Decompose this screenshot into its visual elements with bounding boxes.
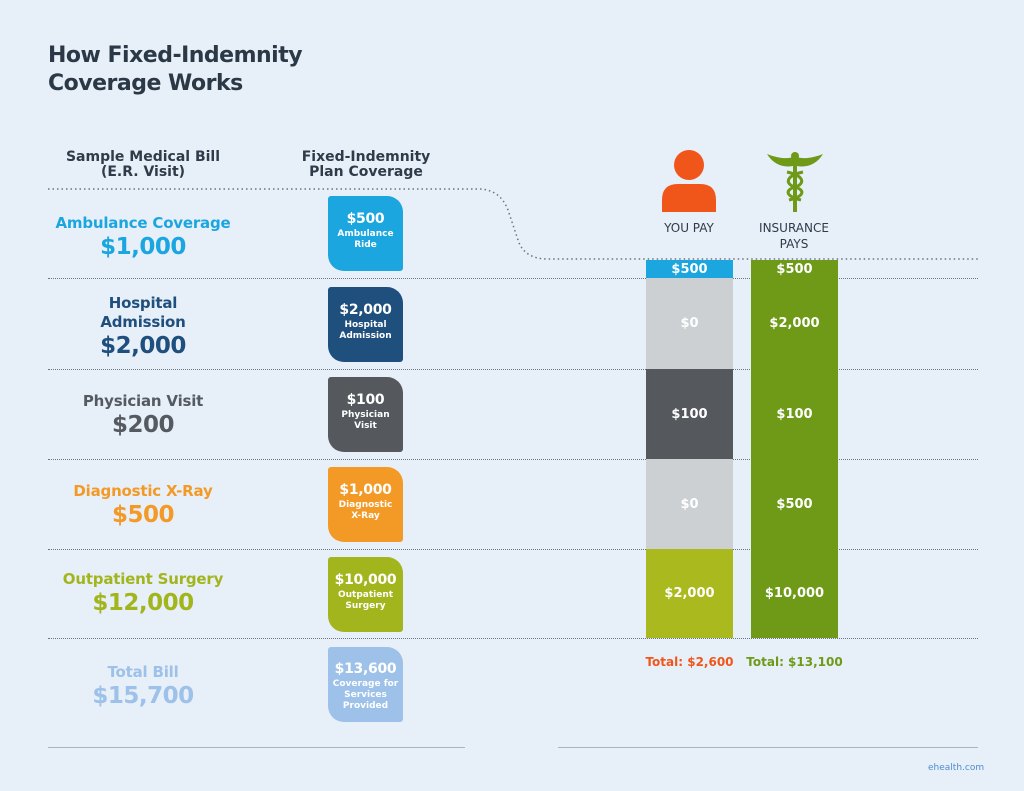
card-desc-line: Visit — [354, 421, 377, 431]
insurance-pays-label: INSURANCE PAYS — [745, 220, 843, 252]
insurance-pays-bar — [751, 260, 838, 638]
card-amount: $500 — [346, 211, 385, 227]
ins-segment-surgery: $10,000 — [764, 586, 825, 601]
row-divider — [48, 638, 978, 639]
card-amount: $13,600 — [334, 661, 397, 677]
insurance-label-line-1: INSURANCE — [759, 221, 829, 235]
plan-column-header: Fixed-Indemnity Plan Coverage — [286, 150, 446, 180]
card-description: Diagnostic X-Ray — [328, 499, 403, 522]
ins-segment-hospital: $2,000 — [769, 316, 820, 331]
row-divider — [48, 549, 978, 550]
card-desc-line: Services — [344, 690, 387, 700]
title-line-1: How Fixed-Indemnity — [48, 43, 303, 68]
row-amount: $200 — [111, 412, 175, 438]
row-divider — [48, 278, 978, 279]
row-label-ambulance: Ambulance Coverage $1,000 — [48, 214, 238, 261]
row-amount: $1,000 — [100, 234, 186, 260]
row-name: Physician Visit — [82, 392, 204, 410]
coverage-card-ambulance: $500 Ambulance Ride — [328, 196, 403, 271]
card-desc-line: Surgery — [345, 601, 386, 611]
you-pay-segment-hospital: $0 — [646, 278, 733, 369]
caduceus-icon — [767, 152, 823, 212]
card-description: Coverage for Services Provided — [328, 678, 403, 712]
card-desc-line: Coverage for — [332, 679, 399, 689]
title-line-2: Coverage Works — [48, 71, 243, 96]
bill-column-header: Sample Medical Bill (E.R. Visit) — [48, 150, 238, 180]
card-description: Outpatient Surgery — [328, 589, 403, 612]
row-amount: $500 — [111, 502, 175, 528]
card-desc-line: Admission — [339, 331, 392, 341]
coverage-card-xray: $1,000 Diagnostic X-Ray — [328, 467, 403, 542]
ins-segment-ambulance: $500 — [776, 261, 813, 277]
you-pay-segment-surgery: $2,000 — [646, 549, 733, 638]
footer-brand: ehealth.com — [928, 763, 985, 773]
card-desc-line: Provided — [342, 701, 389, 711]
total-name: Total Bill — [107, 663, 179, 681]
bill-header-line-1: Sample Medical Bill — [65, 149, 221, 165]
you-pay-segment-xray: $0 — [646, 459, 733, 549]
card-amount: $10,000 — [334, 572, 397, 588]
card-desc-line: Outpatient — [337, 590, 394, 600]
coverage-card-total: $13,600 Coverage for Services Provided — [328, 647, 403, 722]
ins-segment-xray: $500 — [776, 496, 813, 512]
plan-header-line-1: Fixed-Indemnity — [301, 149, 431, 165]
card-amount: $100 — [346, 392, 385, 408]
bottom-rule-right — [558, 747, 978, 748]
row-name: Outpatient Surgery — [62, 570, 224, 588]
card-description: Physician Visit — [328, 409, 403, 432]
coverage-card-hospital: $2,000 Hospital Admission — [328, 287, 403, 362]
row-name-line-2: Admission — [100, 313, 186, 331]
page-title: How Fixed-Indemnity Coverage Works — [48, 42, 368, 98]
bill-header-line-2: (E.R. Visit) — [100, 164, 186, 180]
card-desc-line: Physician — [341, 410, 390, 420]
card-desc-line: Ride — [354, 240, 377, 250]
row-name: Hospital — [108, 294, 178, 312]
card-desc-line: Diagnostic — [338, 500, 393, 510]
you-pay-segment-physician: $100 — [646, 369, 733, 459]
ins-segment-physician: $100 — [776, 406, 813, 422]
card-amount: $1,000 — [339, 482, 392, 498]
row-label-physician: Physician Visit $200 — [48, 392, 238, 439]
card-desc-line: X-Ray — [351, 511, 380, 521]
card-amount: $2,000 — [339, 302, 392, 318]
row-name: Diagnostic X-Ray — [73, 482, 213, 500]
person-icon — [662, 150, 716, 212]
row-label-surgery: Outpatient Surgery $12,000 — [38, 570, 248, 617]
row-divider — [48, 369, 978, 370]
coverage-card-physician: $100 Physician Visit — [328, 377, 403, 452]
plan-header-line-2: Plan Coverage — [309, 164, 423, 180]
you-pay-label: YOU PAY — [664, 221, 714, 235]
insurance-label-line-2: PAYS — [779, 237, 809, 251]
card-description: Ambulance Ride — [328, 228, 403, 251]
row-name: Ambulance Coverage — [55, 214, 231, 232]
coverage-card-surgery: $10,000 Outpatient Surgery — [328, 557, 403, 632]
bottom-rule-left — [48, 747, 465, 748]
insurance-pays-total: Total: $13,100 — [746, 655, 843, 669]
row-label-hospital: Hospital Admission $2,000 — [48, 294, 238, 360]
total-amount: $15,700 — [92, 683, 194, 709]
row-label-xray: Diagnostic X-Ray $500 — [48, 482, 238, 529]
card-description: Hospital Admission — [328, 319, 403, 342]
you-pay-segment-ambulance: $500 — [646, 260, 733, 278]
row-amount: $12,000 — [92, 590, 194, 616]
card-desc-line: Ambulance — [337, 229, 394, 239]
row-amount: $2,000 — [100, 333, 186, 359]
row-label-total: Total Bill $15,700 — [48, 663, 238, 710]
row-divider — [48, 459, 978, 460]
card-desc-line: Hospital — [344, 320, 387, 330]
you-pay-total: Total: $2,600 — [645, 655, 734, 669]
